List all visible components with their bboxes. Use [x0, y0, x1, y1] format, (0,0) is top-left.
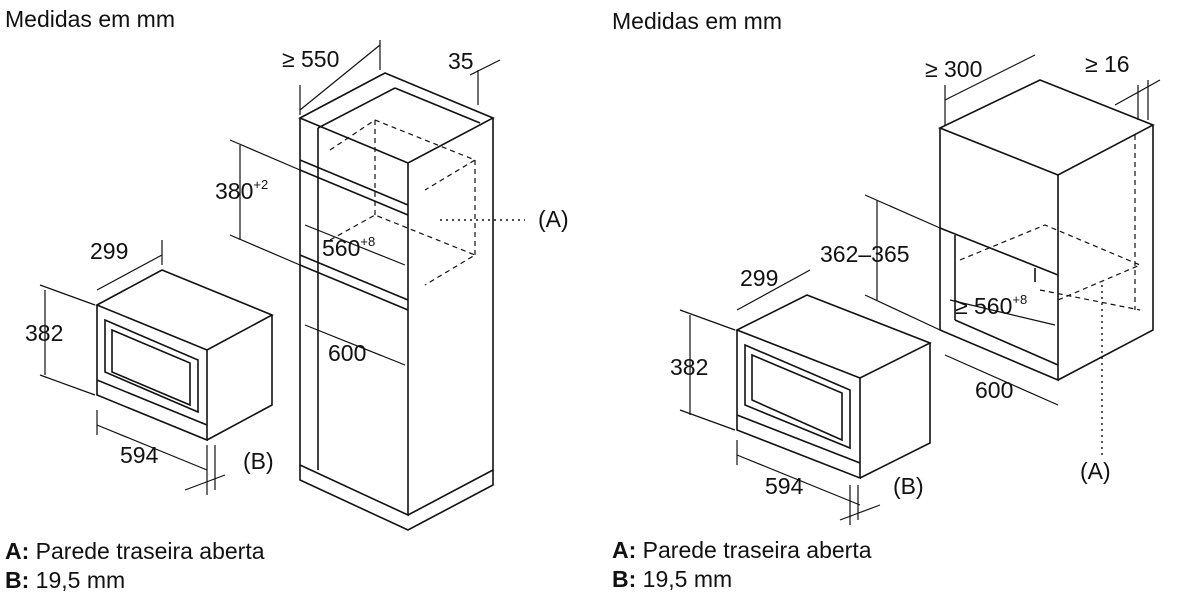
left-device-height-label: 382 — [25, 320, 64, 346]
right-device-width-label: 594 — [765, 473, 804, 499]
right-title: Medidas em mm — [612, 8, 782, 34]
microwave-left-drawing — [95, 269, 274, 442]
left-callout-a: (A) — [538, 206, 569, 232]
left-gap-label: 35 — [448, 48, 474, 74]
left-legend: A: Parede traseira aberta B: 19,5 mm — [5, 538, 265, 593]
left-title: Medidas em mm — [5, 6, 175, 32]
right-gap-label: ≥ 16 — [1085, 51, 1130, 77]
left-callout-b: (B) — [243, 448, 274, 474]
tall-cabinet-drawing — [298, 72, 525, 531]
microwave-right-drawing — [735, 294, 932, 480]
right-device-height-label: 382 — [670, 354, 709, 380]
left-device-depth-label: 299 — [90, 238, 129, 264]
left-niche-width-label: 560+8 — [322, 234, 376, 261]
left-niche-height-label: 380+2 — [215, 177, 269, 204]
right-depth-min-label: ≥ 300 — [925, 56, 983, 82]
right-callout-a: (A) — [1080, 458, 1111, 484]
right-device-depth-label: 299 — [740, 265, 779, 291]
right-niche-height-label: 362–365 — [820, 241, 910, 267]
right-niche-width-label: ≥ 560+8 — [955, 292, 1028, 319]
left-device-width-label: 594 — [120, 442, 159, 468]
right-cabinet-width-label: 600 — [975, 377, 1014, 403]
left-depth-min-label: ≥ 550 — [282, 46, 340, 72]
dimension-lines-right — [679, 54, 1161, 525]
right-legend: A: Parede traseira aberta B: 19,5 mm — [612, 537, 872, 592]
dimension-lines-left — [39, 40, 501, 495]
left-cabinet-width-label: 600 — [328, 340, 367, 366]
right-callout-b: (B) — [893, 473, 924, 499]
wall-cabinet-drawing — [938, 79, 1155, 455]
